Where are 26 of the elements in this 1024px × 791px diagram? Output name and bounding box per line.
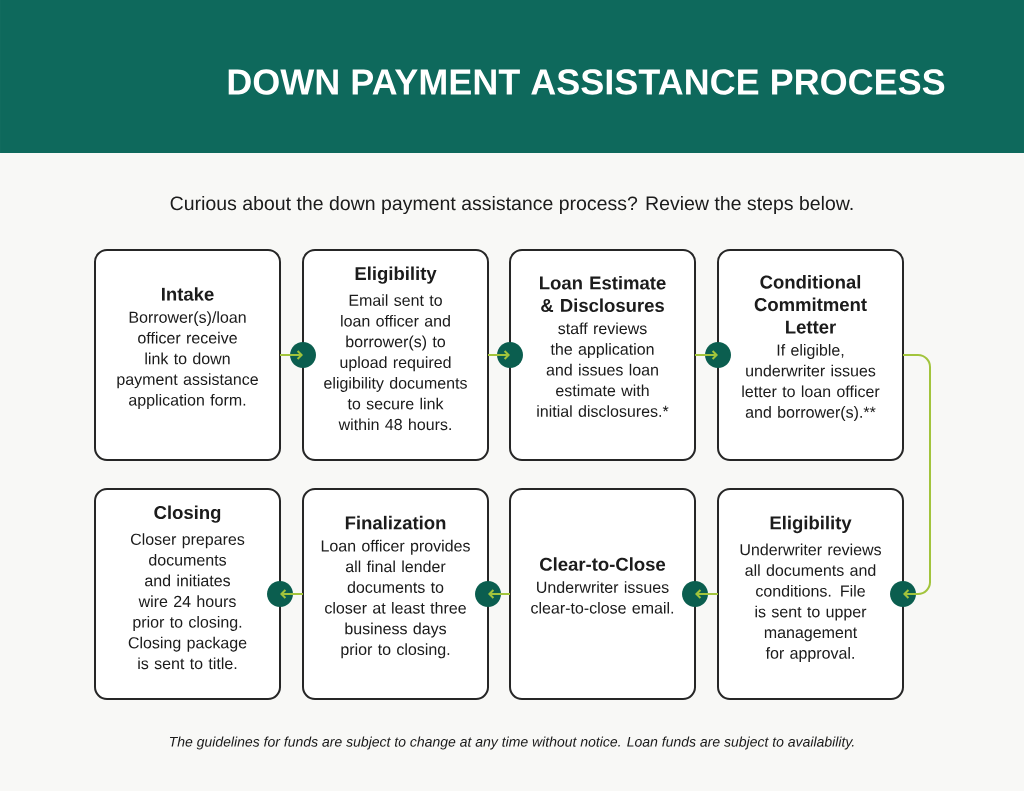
step-text: staff reviews the application and issues loan estimate with initial disclosures.* <box>537 322 669 417</box>
arrow <box>902 354 931 599</box>
step-title: Eligibility <box>770 515 852 534</box>
step-text: Underwriter reviews all documents and conditions. File is sent to upper management for approval. <box>740 543 881 662</box>
step-text: Loan officer provides all final lender documents to closer at least three business days prior to closing. <box>321 539 470 659</box>
arrow <box>280 589 304 599</box>
arrow <box>487 350 510 360</box>
step-title: Eligibility <box>355 266 437 284</box>
step-title: Clear-to-Close <box>540 557 666 571</box>
step-title: Closing <box>154 505 221 523</box>
arrow <box>694 350 718 360</box>
arrow <box>488 589 511 599</box>
arrow <box>279 350 303 360</box>
step-text: Underwriter issues clear-to-close email. <box>531 581 674 614</box>
step-text: If eligible, underwriter issues letter to loan officer and borrower(s).** <box>742 344 880 421</box>
intro-text: Curious about the down payment assistance process? Review the steps below. <box>170 195 853 215</box>
title: DOWN PAYMENT ASSISTANCE PROCESS <box>228 69 945 95</box>
footnote: The guidelines for funds are subject to change at any time without notice. Loan funds are subject to availability. <box>169 736 854 750</box>
step-title: Loan Estimate & Disclosures <box>540 275 666 313</box>
step-title: Conditional Commitment Letter <box>754 275 867 334</box>
step-text: Closer prepares documents and initiates wire 24 hours prior to closing. Closing package is sent to title. <box>128 533 247 670</box>
step-text: Email sent to loan officer and borrower(s) to upload required eligibility documents to secure link within 48 hours. <box>324 294 467 431</box>
step-text: Borrower(s)/loan officer receive link to down payment assistance application form. <box>117 311 258 409</box>
step-title: Finalization <box>345 515 446 530</box>
step-title: Intake <box>162 287 214 301</box>
arrow <box>695 589 719 599</box>
